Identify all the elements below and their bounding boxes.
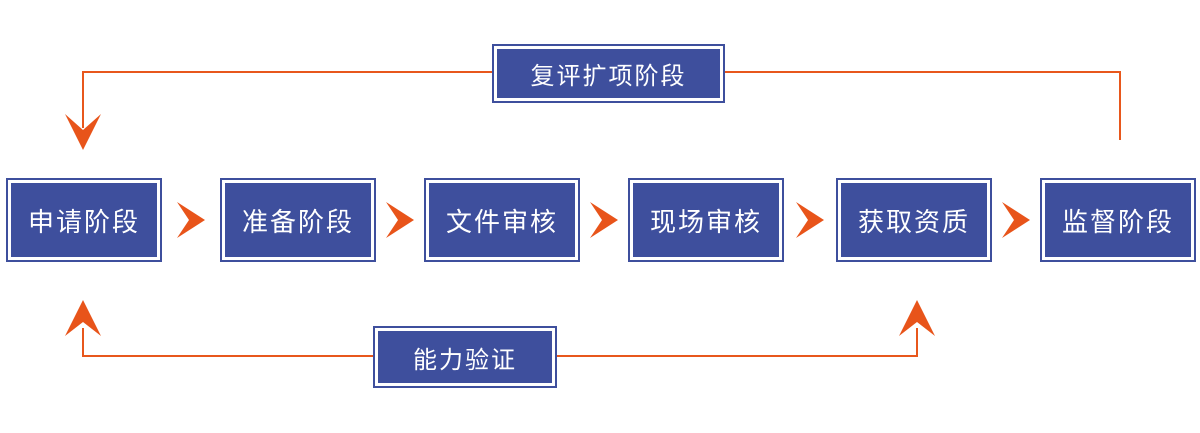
- chevron-right-icon: [1002, 202, 1030, 238]
- feedback-top-box: 复评扩项阶段: [492, 44, 725, 103]
- stage-label: 监督阶段: [1045, 183, 1191, 257]
- stage-box-onsite-review: 现场审核: [628, 178, 784, 262]
- feedback-bottom-box: 能力验证: [373, 326, 557, 388]
- stage-box-prepare: 准备阶段: [220, 178, 376, 262]
- chevron-right-icon: [386, 202, 414, 238]
- chevron-right-icon: [796, 202, 824, 238]
- feedback-top-label: 复评扩项阶段: [497, 49, 720, 98]
- arrow-up-icon: [65, 300, 101, 336]
- stage-label: 准备阶段: [225, 183, 371, 257]
- stage-label: 申请阶段: [11, 183, 157, 257]
- stage-label: 现场审核: [633, 183, 779, 257]
- stage-box-apply: 申请阶段: [6, 178, 162, 262]
- stage-box-obtain-qualification: 获取资质: [836, 178, 992, 262]
- feedback-bottom-label: 能力验证: [378, 331, 552, 383]
- arrow-up-icon: [899, 300, 935, 336]
- chevron-right-icon: [590, 202, 618, 238]
- arrow-down-icon: [65, 114, 101, 150]
- stage-box-supervision: 监督阶段: [1040, 178, 1196, 262]
- chevron-right-icon: [177, 202, 205, 238]
- stage-box-document-review: 文件审核: [424, 178, 580, 262]
- stage-label: 获取资质: [841, 183, 987, 257]
- stage-label: 文件审核: [429, 183, 575, 257]
